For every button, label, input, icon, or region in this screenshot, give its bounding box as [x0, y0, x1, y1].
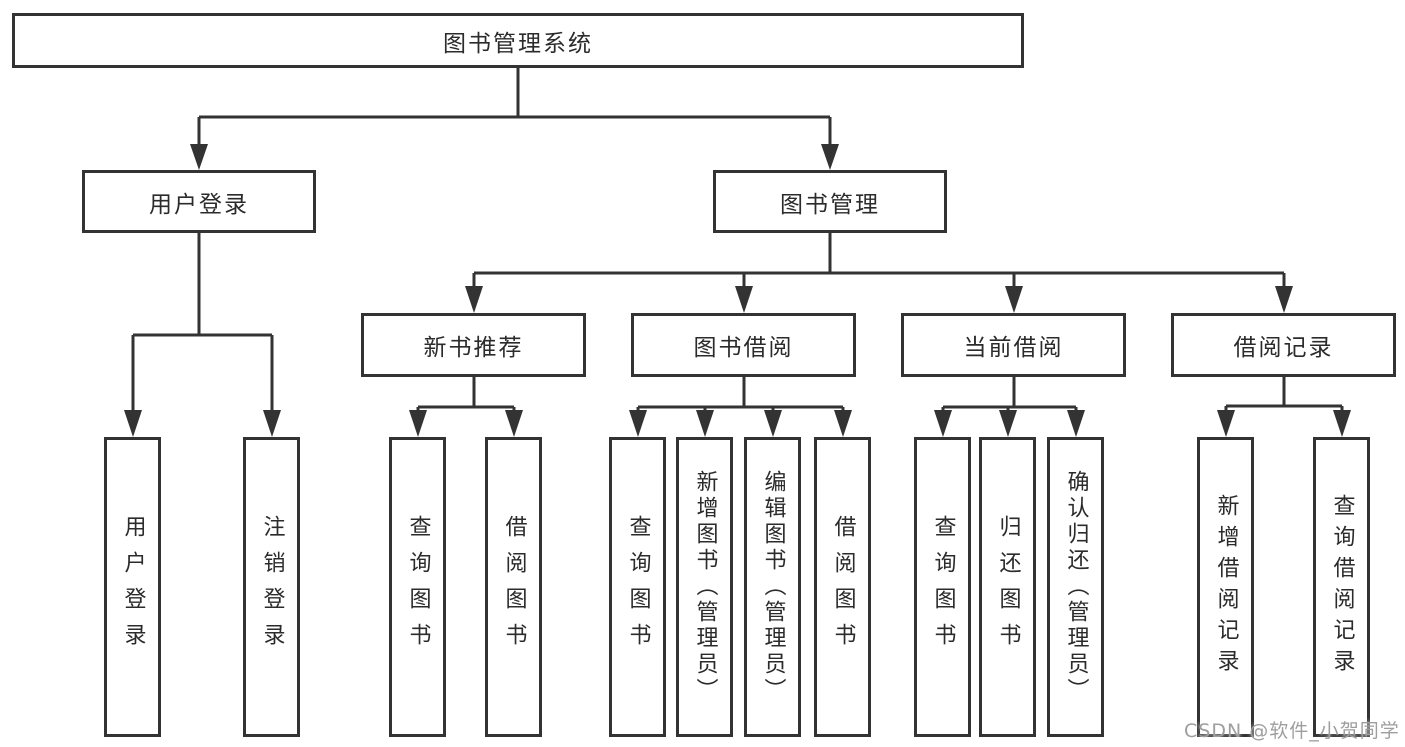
arrow-down-icon	[1067, 410, 1085, 437]
leaf-label: 用户登录	[120, 515, 146, 659]
node-label: 图书管理系统	[443, 30, 593, 57]
arrow-down-icon	[190, 144, 208, 170]
arrow-down-icon	[1275, 286, 1293, 313]
node-label: 图书借阅	[693, 335, 794, 361]
leaf-label: 新增图书（管理员）	[692, 470, 718, 704]
arrow-down-icon	[1333, 410, 1351, 437]
leaf-query-books: 查询图书	[389, 437, 446, 737]
leaf-query-books: 查询图书	[609, 437, 666, 737]
arrow-down-icon	[1217, 410, 1235, 437]
leaf-label: 查询借阅记录	[1329, 494, 1355, 680]
leaf-label: 查询图书	[625, 515, 651, 659]
leaf-confirm-return-admin: 确认归还（管理员）	[1047, 437, 1104, 737]
arrow-down-icon	[505, 410, 523, 437]
arrow-down-icon	[465, 286, 483, 313]
node-borrow-records: 借阅记录	[1171, 313, 1396, 377]
node-library-system: 图书管理系统	[12, 13, 1024, 68]
node-label: 当前借阅	[963, 335, 1064, 361]
arrow-down-icon	[263, 410, 281, 437]
leaf-borrow-books: 借阅图书	[814, 437, 871, 737]
arrow-down-icon	[124, 410, 142, 437]
arrow-down-icon	[821, 144, 839, 170]
leaf-label: 归还图书	[995, 515, 1021, 659]
node-label: 用户登录	[149, 191, 249, 218]
leaf-add-borrow-record: 新增借阅记录	[1197, 437, 1254, 737]
connector-root-to-level2	[197, 68, 832, 146]
leaf-query-borrow-record: 查询借阅记录	[1313, 437, 1370, 737]
leaf-edit-books-admin: 编辑图书（管理员）	[744, 437, 801, 737]
leaf-label: 查询图书	[930, 515, 956, 659]
arrow-down-icon	[764, 410, 782, 437]
leaf-label: 编辑图书（管理员）	[760, 470, 786, 704]
leaf-borrow-books: 借阅图书	[485, 437, 542, 737]
node-current-borrow: 当前借阅	[901, 313, 1126, 377]
csdn-watermark: CSDN @软件_小贺同学	[1184, 720, 1400, 742]
node-label: 借阅记录	[1233, 335, 1334, 361]
leaf-label: 注销登录	[259, 515, 285, 659]
arrow-down-icon	[1005, 286, 1023, 313]
leaf-query-books: 查询图书	[914, 437, 971, 737]
node-label: 图书管理	[780, 191, 880, 218]
connector-records-to-leaves	[1224, 377, 1344, 412]
leaf-add-books-admin: 新增图书（管理员）	[676, 437, 733, 737]
leaf-label: 借阅图书	[501, 515, 527, 659]
connector-borrow-to-leaves	[636, 377, 845, 412]
node-book-borrow: 图书借阅	[631, 313, 856, 377]
connector-current-to-leaves	[941, 377, 1078, 412]
arrow-down-icon	[934, 410, 952, 437]
arrow-down-icon	[696, 410, 714, 437]
connector-login-to-leaves	[131, 233, 274, 412]
arrow-down-icon	[629, 410, 647, 437]
node-book-management: 图书管理	[713, 170, 947, 233]
leaf-user-login: 用户登录	[104, 437, 161, 737]
node-new-book-recommend: 新书推荐	[361, 313, 586, 377]
leaf-label: 确认归还（管理员）	[1063, 470, 1089, 704]
leaf-label: 新增借阅记录	[1213, 494, 1239, 680]
node-label: 新书推荐	[423, 335, 524, 361]
leaf-label: 查询图书	[405, 515, 431, 659]
connector-newbook-to-leaves	[416, 377, 516, 412]
arrow-down-icon	[409, 410, 427, 437]
arrow-down-icon	[735, 286, 753, 313]
connector-manage-to-modules	[472, 233, 1286, 288]
leaf-return-books: 归还图书	[979, 437, 1036, 737]
leaf-logout: 注销登录	[243, 437, 300, 737]
arrow-down-icon	[999, 410, 1017, 437]
arrow-down-icon	[834, 410, 852, 437]
leaf-label: 借阅图书	[830, 515, 856, 659]
node-user-login: 用户登录	[82, 170, 316, 233]
